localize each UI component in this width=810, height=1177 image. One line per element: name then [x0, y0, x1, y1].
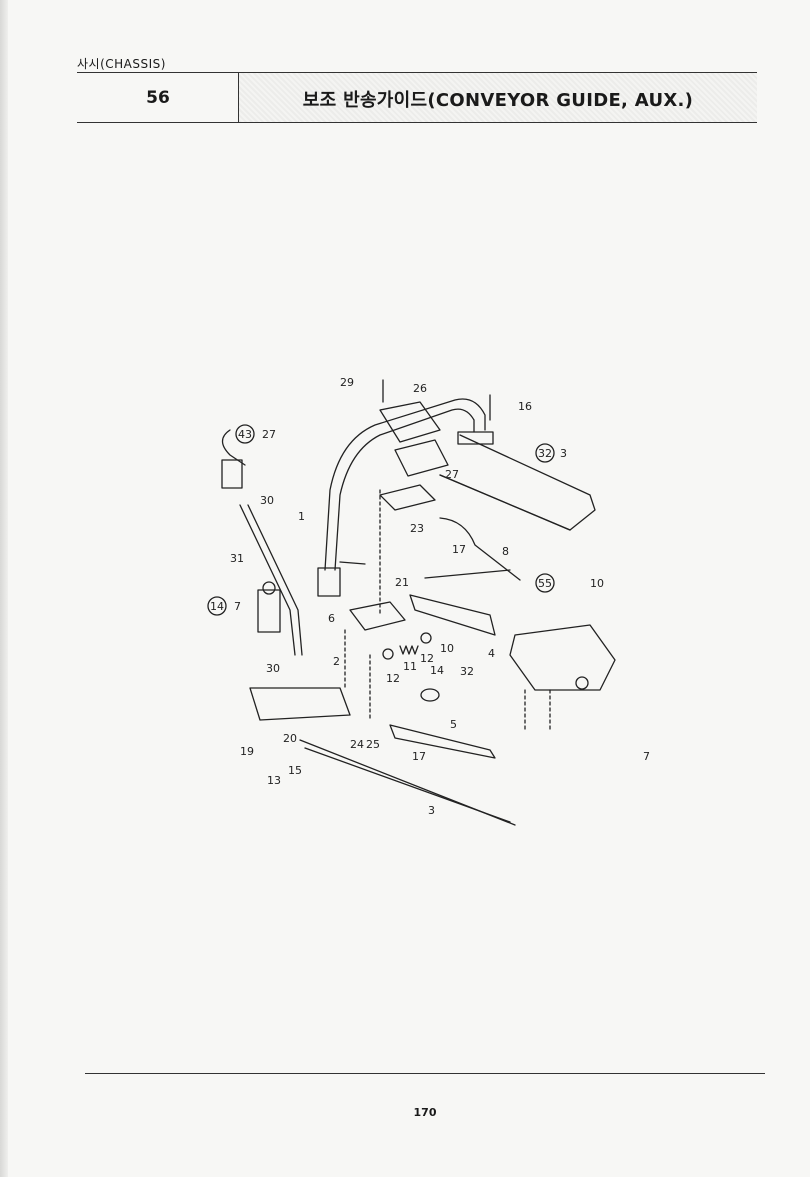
callout-31: 31 [230, 552, 244, 565]
callout-24: 24 [350, 738, 364, 751]
callout-25: 25 [366, 738, 380, 751]
callout-19: 19 [240, 745, 254, 758]
callout-27: 27 [445, 468, 459, 481]
callout-20: 20 [283, 732, 297, 745]
callout-6: 6 [328, 612, 335, 625]
header-rule-bottom [77, 122, 757, 123]
solenoid-cap [262, 581, 276, 595]
washer-12b [420, 632, 432, 644]
link-rod-31 [239, 504, 296, 656]
callout-circle [535, 573, 555, 593]
callout-12: 12 [386, 672, 400, 685]
rail-mount [457, 431, 494, 445]
callout-14: 14 [210, 600, 224, 613]
bracket-55 [509, 624, 616, 691]
link-rod-31b [247, 504, 303, 656]
callout-12: 12 [420, 652, 434, 665]
coil-32 [420, 688, 440, 702]
page-index: 56 [146, 88, 170, 108]
lever-8 [439, 517, 521, 581]
lower-bracket-2 [249, 687, 351, 721]
callout-13: 13 [267, 774, 281, 787]
callout-32: 32 [460, 665, 474, 678]
callout-circle [235, 424, 255, 444]
callout-23: 23 [410, 522, 424, 535]
callout-4: 4 [488, 647, 495, 660]
lever-4 [409, 594, 496, 636]
washer-12a [382, 648, 394, 660]
spring-11 [399, 645, 419, 655]
bracket-mid [394, 439, 449, 477]
callout-30: 30 [260, 494, 274, 507]
header-title-shade [239, 73, 757, 122]
section-label: 사시(CHASSIS) [77, 57, 166, 71]
callout-17: 17 [412, 750, 426, 763]
rail-upper [439, 434, 596, 531]
callout-circle [207, 596, 227, 616]
callout-11: 11 [403, 660, 417, 673]
callout-3: 3 [428, 804, 435, 817]
callout-10: 10 [440, 642, 454, 655]
callout-1: 1 [298, 510, 305, 523]
rod-3b [304, 747, 511, 823]
callout-7: 7 [643, 750, 650, 763]
callout-32: 32 [538, 447, 552, 460]
frame-foot [317, 567, 341, 597]
callout-30: 30 [266, 662, 280, 675]
callout-29: 29 [340, 376, 354, 389]
callout-10: 10 [590, 577, 604, 590]
frame-arch [324, 398, 486, 571]
link-upper-rod [221, 429, 246, 466]
callout-21: 21 [395, 576, 409, 589]
callout-26: 26 [413, 382, 427, 395]
callout-16: 16 [518, 400, 532, 413]
plate-6 [349, 601, 406, 631]
callout-17: 17 [452, 543, 466, 556]
frame-foot-line [339, 561, 366, 565]
callout-14: 14 [430, 664, 444, 677]
page-title: 보조 반송가이드(CONVEYOR GUIDE, AUX.) [302, 90, 694, 111]
header-rule-top [77, 72, 757, 73]
page-edge [0, 0, 8, 1177]
callout-2: 2 [333, 655, 340, 668]
callout-15: 15 [288, 764, 302, 777]
rail-upper-edge [439, 474, 571, 531]
callout-27: 27 [262, 428, 276, 441]
callout-7: 7 [234, 600, 241, 613]
lever-8b [424, 569, 511, 579]
bracket-low [379, 484, 436, 511]
bracket-upper [379, 401, 441, 443]
solenoid-body [257, 589, 281, 633]
footer-rule [85, 1073, 765, 1074]
page-number: 170 [413, 1106, 437, 1119]
callout-8: 8 [502, 545, 509, 558]
callout-43: 43 [238, 428, 252, 441]
guide-5 [389, 724, 496, 759]
dashed-guides [344, 489, 551, 731]
callout-55: 55 [538, 577, 552, 590]
link-plate [221, 459, 243, 489]
frame-arch-inner [334, 408, 475, 571]
callout-3: 3 [560, 447, 567, 460]
header-divider [238, 72, 239, 122]
callout-circle [535, 443, 555, 463]
callout-5: 5 [450, 718, 457, 731]
bracket-55-hole [575, 676, 589, 690]
